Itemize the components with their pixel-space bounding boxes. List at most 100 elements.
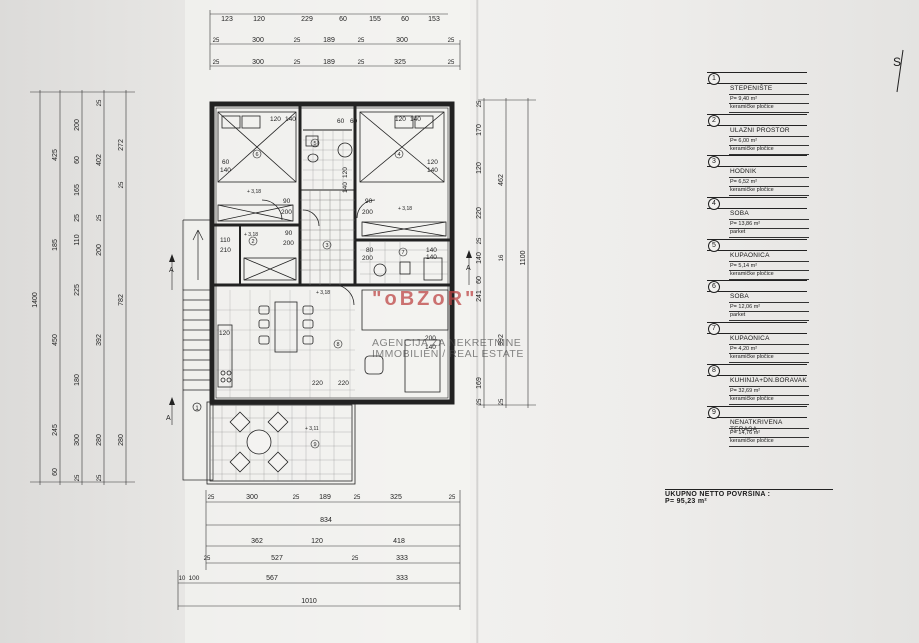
top-dim: 229 — [301, 16, 313, 23]
bottom-dim: 300 — [246, 494, 258, 501]
plan-label: 200 — [362, 209, 373, 216]
left-dim: 402 — [96, 154, 103, 166]
left-dim: 272 — [118, 139, 125, 151]
left-dim: 1400 — [32, 292, 39, 308]
top-dim: 25 — [358, 38, 365, 44]
legend-room-floor: keramičke pločice — [730, 104, 774, 110]
legend-number: 7 — [708, 323, 720, 336]
top-dim: 300 — [396, 37, 408, 44]
legend-room-floor: parket — [730, 229, 746, 236]
watermark-line2: IMMOBILIEN / REAL ESTATE — [372, 348, 524, 360]
legend-number-bar: 4 — [707, 197, 807, 211]
legend-room-area: P= 4,20 m² — [730, 346, 758, 353]
top-dim: 25 — [294, 60, 301, 66]
left-dim: 392 — [96, 334, 103, 346]
bottom-dim: 25 — [449, 495, 456, 501]
paper-fold — [476, 0, 479, 643]
legend-room-floor: keramičke pločice — [730, 354, 774, 361]
bottom-dim: 25 — [354, 495, 361, 501]
left-dim: 450 — [52, 334, 59, 346]
top-dim: 189 — [323, 37, 335, 44]
left-dim: 782 — [118, 294, 125, 306]
room-tag: 2 — [251, 239, 254, 245]
right-dim: 25 — [477, 237, 483, 244]
plan-label: 200 — [425, 335, 436, 342]
room-tag: 9 — [313, 442, 316, 448]
right-dim: 241 — [476, 290, 483, 302]
right-dim: 462 — [498, 174, 505, 186]
legend-number-bar: 7 — [707, 322, 807, 336]
right-dim: 1100 — [520, 250, 527, 265]
legend-room-name: KUHINJA+DN.BORAVAK — [730, 376, 807, 384]
top-dim: 25 — [448, 38, 455, 44]
plan-label: 120 — [342, 167, 349, 178]
top-dim: 25 — [358, 60, 365, 66]
top-dim: 60 — [401, 16, 409, 23]
plan-label: 210 — [220, 247, 231, 254]
level-mark: + 3,18 — [247, 189, 261, 195]
room-tag: 7 — [401, 250, 404, 256]
top-dim: 123 — [221, 16, 233, 23]
left-dim: 165 — [74, 184, 81, 196]
left-dim: 425 — [52, 149, 59, 161]
legend-number: 5 — [708, 239, 720, 252]
right-dim: 170 — [476, 124, 483, 136]
legend-number: 8 — [708, 364, 720, 377]
legend-number: 3 — [708, 156, 720, 169]
legend-number-bar: 2 — [707, 113, 807, 127]
top-dim: 155 — [369, 16, 381, 23]
plan-label: 120 — [270, 116, 281, 123]
right-dim: 120 — [476, 162, 483, 174]
left-dim: 25 — [97, 99, 103, 106]
bottom-dim: 100 — [189, 575, 200, 582]
left-dim: 200 — [74, 119, 81, 131]
bottom-dim: 25 — [204, 556, 211, 562]
legend-room-name: HODNIK — [730, 168, 757, 176]
room-tag: 5 — [313, 141, 316, 147]
room-tag: 6 — [255, 152, 258, 158]
top-dim: 25 — [448, 60, 455, 66]
legend-number-bar: 8 — [707, 363, 807, 377]
legend-number-bar: 9 — [707, 405, 807, 419]
bottom-dim: 527 — [271, 555, 283, 562]
legend-room-area: P= 6,52 m² — [730, 179, 758, 186]
bottom-dim: 120 — [311, 538, 323, 545]
room-tag: 8 — [336, 342, 339, 348]
section-mark: A — [466, 265, 471, 272]
legend-room-area: P= 5,14 m² — [730, 262, 758, 269]
total-value: P= 95,23 m² — [665, 498, 708, 505]
bottom-dim: 25 — [208, 495, 215, 501]
bottom-dim: 362 — [251, 538, 263, 545]
legend-room-name: SOBA — [730, 293, 749, 301]
plan-label: 200 — [281, 209, 292, 216]
top-dim: 60 — [339, 16, 347, 23]
legend-number: 1 — [708, 73, 720, 85]
left-dim: 180 — [74, 374, 81, 386]
plan-label: 80 — [366, 247, 374, 254]
bottom-dim: 834 — [320, 517, 332, 524]
plan-label: 90 — [285, 230, 293, 237]
total-area: UKUPNO NETTO POVRŠINA : P= 95,23 m² — [665, 488, 833, 505]
level-mark: + 3,11 — [305, 426, 319, 432]
north-mark: S — [893, 55, 902, 69]
top-dim: 300 — [252, 37, 264, 44]
watermark-brand: "oBZoR" — [372, 288, 478, 310]
left-dim: 300 — [74, 434, 81, 446]
legend-room-name: KUPAONICA — [730, 251, 770, 259]
level-mark: + 3,18 — [244, 232, 258, 238]
plan-label: 110 — [220, 237, 231, 244]
legend-room-name: NENATKRIVENA TERASA — [730, 418, 783, 433]
level-mark: + 3,18 — [316, 290, 330, 296]
plan-label: 60 — [222, 159, 230, 166]
legend-room-floor: parket — [730, 312, 746, 319]
plan-label: 140 — [410, 116, 421, 123]
bottom-dim: 25 — [352, 556, 359, 562]
left-dim: 225 — [74, 284, 81, 296]
legend-number-bar: 1 — [707, 72, 807, 85]
right-dim: 25 — [477, 100, 483, 107]
